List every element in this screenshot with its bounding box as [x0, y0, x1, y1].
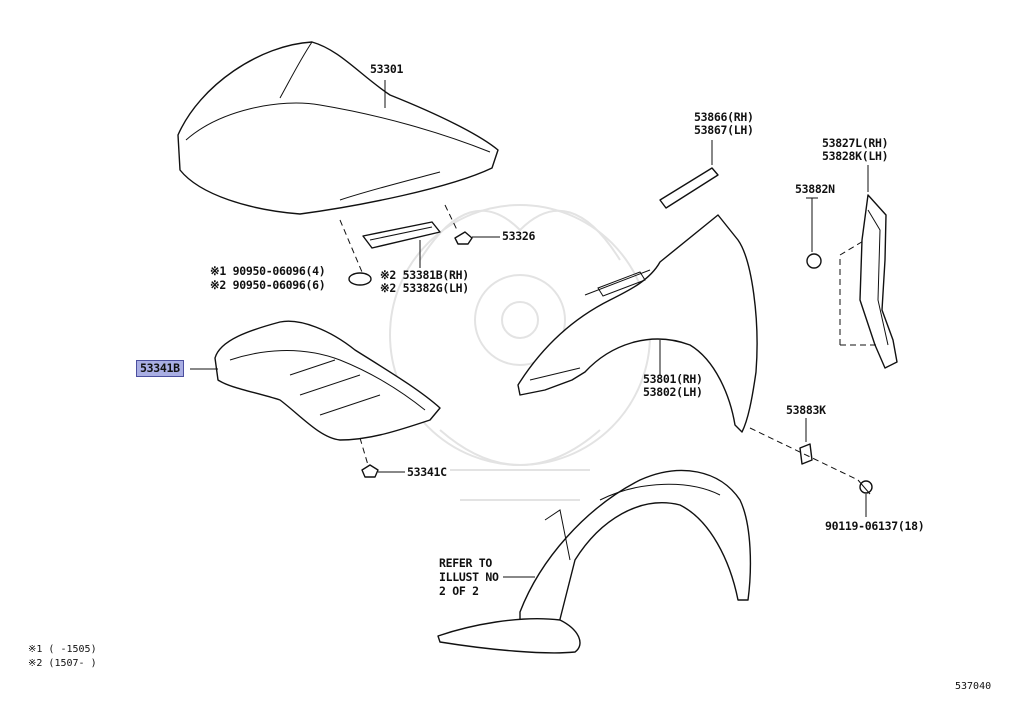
clip-upper-part[interactable] — [806, 253, 822, 269]
footnote-2: ※2 (1507- ) — [28, 658, 97, 669]
refer-note-line-2[interactable]: ILLUST NO — [439, 570, 499, 584]
fender-protector-part[interactable] — [859, 194, 898, 369]
label-hood-seal-lh[interactable]: ※2 53382G(LH) — [380, 281, 469, 295]
watermark-crest — [389, 204, 651, 501]
fender-seal-upper-part[interactable] — [659, 167, 719, 209]
page-number: 537040 — [955, 681, 992, 692]
label-fender-rh[interactable]: 53801(RH) — [643, 372, 703, 386]
hood-cushion-part[interactable] — [348, 272, 372, 286]
label-hood-insulator[interactable]: 53341B — [136, 360, 184, 377]
hood-rear-clip-part[interactable] — [454, 231, 473, 245]
label-hood[interactable]: 53301 — [370, 62, 404, 76]
hood-insulator-part[interactable] — [214, 320, 441, 441]
fender-liner-part[interactable] — [437, 469, 752, 654]
label-fender-protector-rh[interactable]: 53827L(RH) — [822, 136, 889, 150]
bolt-part[interactable] — [857, 479, 873, 495]
label-fender-lh[interactable]: 53802(LH) — [643, 385, 703, 399]
nut-part[interactable] — [799, 443, 813, 465]
refer-note-line-3[interactable]: 2 OF 2 — [439, 584, 479, 598]
fender-part[interactable] — [517, 214, 758, 433]
label-hood-rear-seal[interactable]: 53326 — [502, 229, 536, 243]
footnote-1: ※1 ( -1505) — [28, 644, 97, 655]
label-nut[interactable]: 53883K — [786, 403, 826, 417]
label-clip-upper[interactable]: 53882N — [795, 182, 835, 196]
refer-note-line-1[interactable]: REFER TO — [439, 556, 492, 570]
hood-part[interactable] — [177, 41, 499, 215]
label-hood-seal-rh[interactable]: ※2 53381B(RH) — [380, 268, 469, 282]
label-fender-seal-lh[interactable]: 53867(LH) — [694, 123, 754, 137]
label-bolt[interactable]: 90119-06137(18) — [825, 519, 925, 533]
label-fender-seal-rh[interactable]: 53866(RH) — [694, 110, 754, 124]
label-insulator-clip[interactable]: 53341C — [407, 465, 447, 479]
label-fender-protector-lh[interactable]: 53828K(LH) — [822, 149, 889, 163]
label-cushion-note-2[interactable]: ※2 90950-06096(6) — [210, 278, 326, 292]
label-cushion-note-1[interactable]: ※1 90950-06096(4) — [210, 264, 326, 278]
insulator-clip-part[interactable] — [361, 464, 379, 478]
hood-seal-part[interactable] — [362, 221, 441, 249]
